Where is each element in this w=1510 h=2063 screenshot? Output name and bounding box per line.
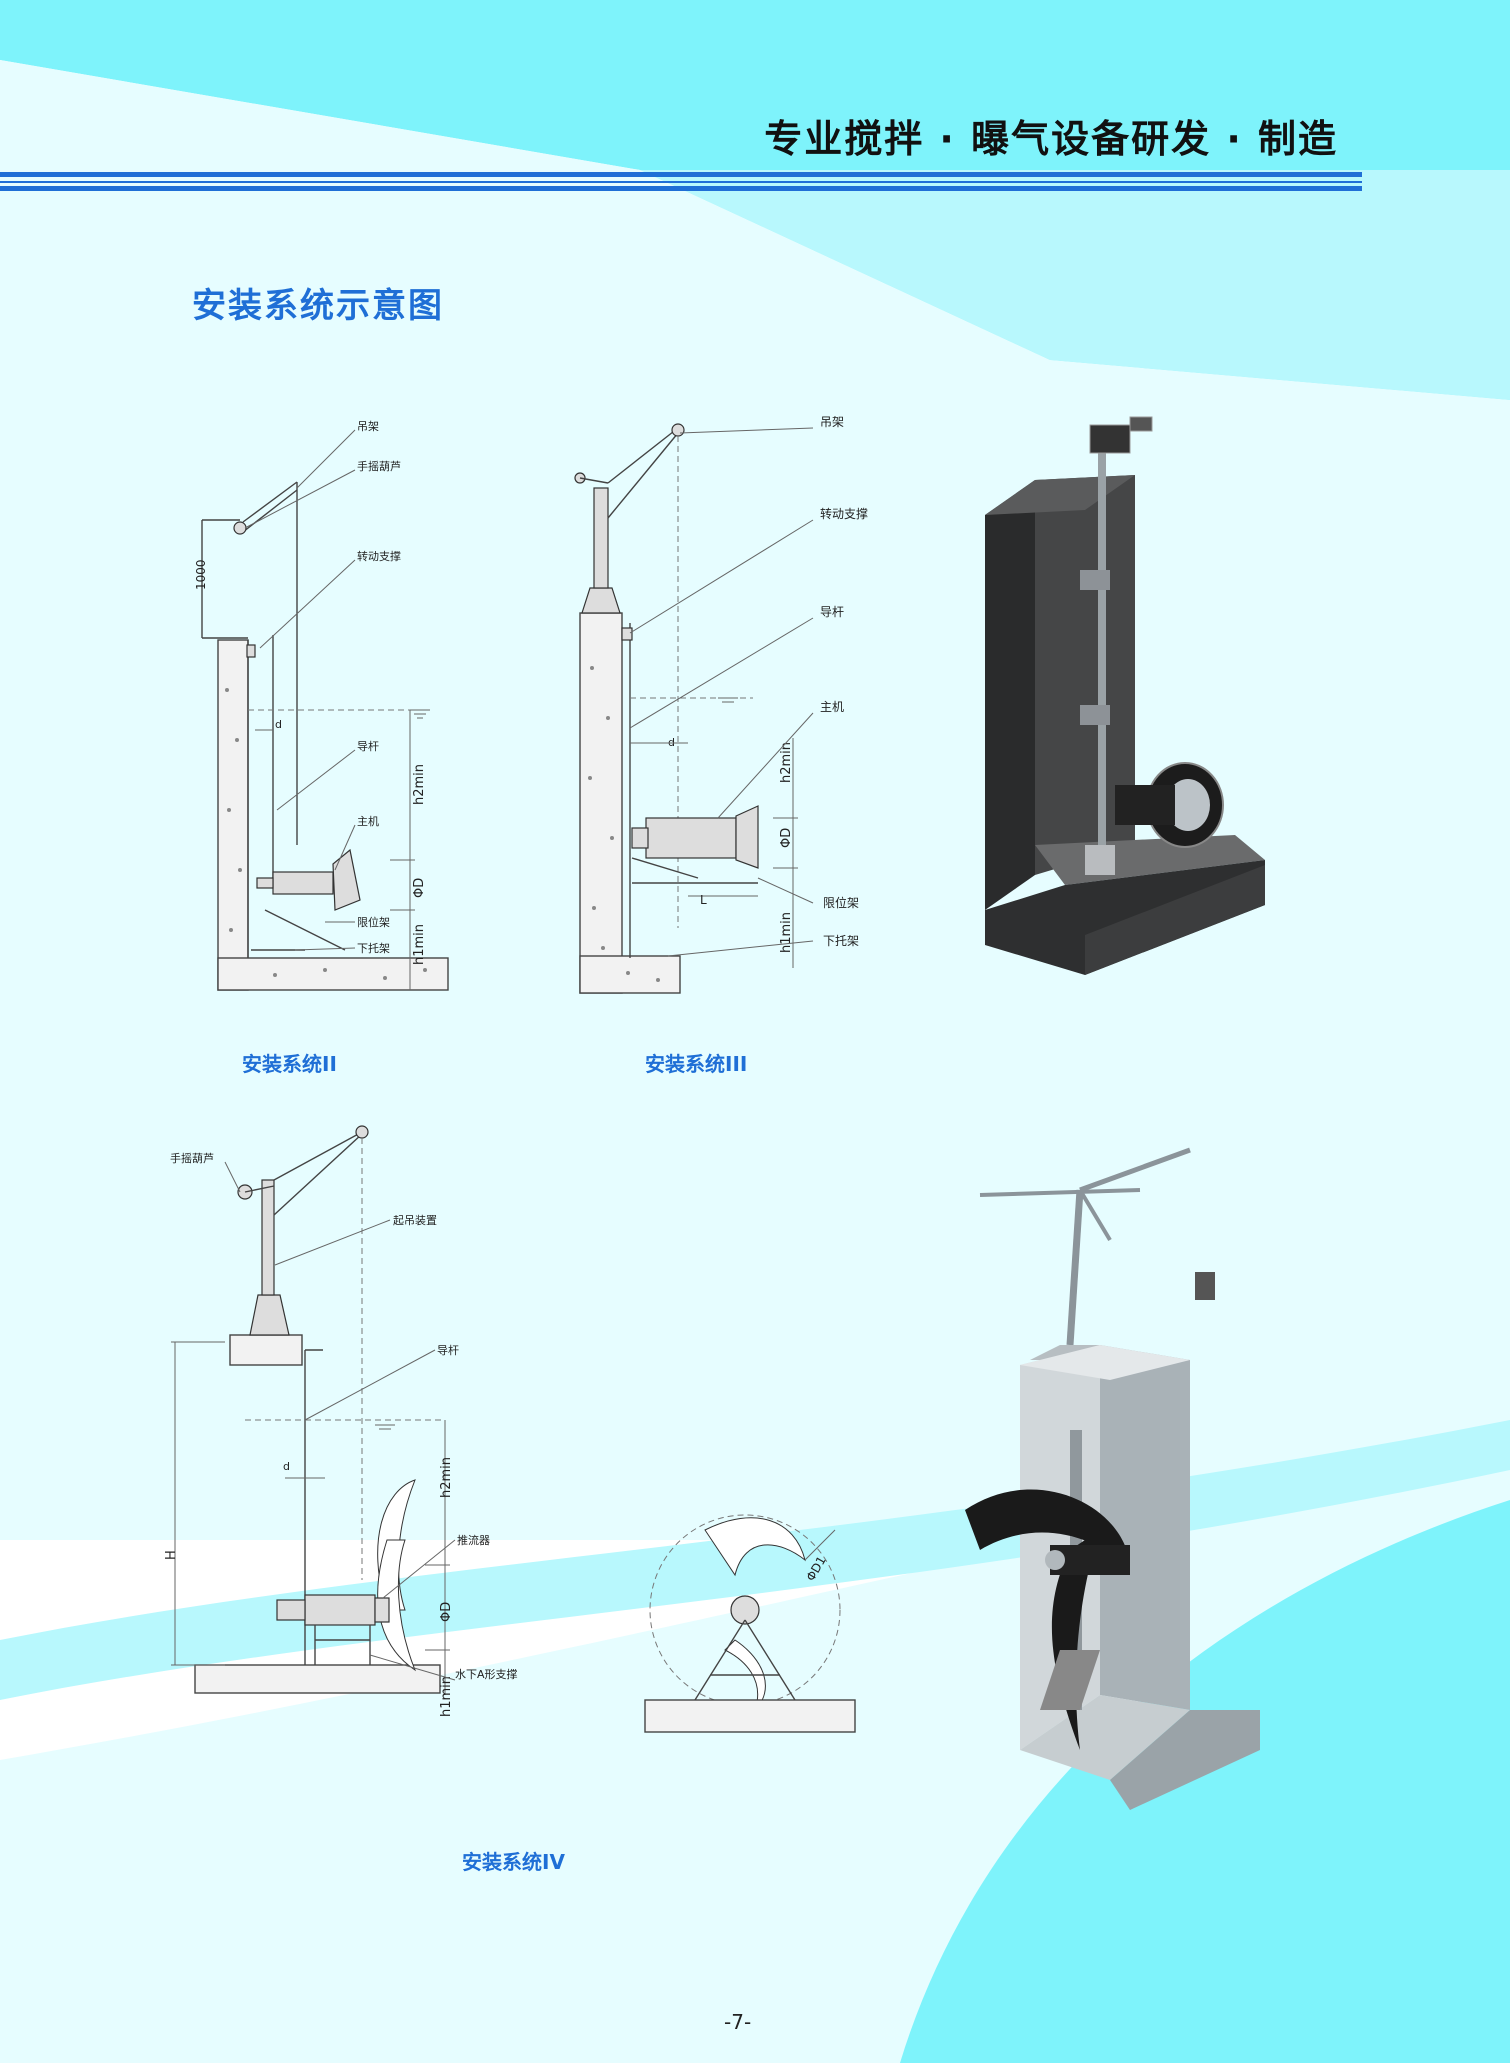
label-h2min: h2min xyxy=(412,764,427,805)
label-h2min: h2min xyxy=(439,1457,454,1498)
label-lifting-device: 起吊装置 xyxy=(393,1214,437,1227)
label-l: L xyxy=(700,893,707,907)
label-limit-frame: 限位架 xyxy=(823,895,859,910)
label-lower-bracket: 下托架 xyxy=(823,934,859,948)
label-propeller: 推流器 xyxy=(457,1533,490,1547)
label-underwater-support: 水下A形支撑 xyxy=(455,1667,518,1681)
caption-installation-ii: 安装系统II xyxy=(242,1052,337,1076)
label-d: d xyxy=(275,718,282,731)
label-phid: ΦD xyxy=(412,878,427,898)
label-crane: 吊架 xyxy=(357,420,379,433)
header-title: 专业搅拌 · 曝气设备研发 · 制造 xyxy=(764,117,1338,161)
label-guide-rod: 导杆 xyxy=(437,1343,459,1357)
label-main-unit: 主机 xyxy=(820,700,844,714)
label-hoist: 手摇葫芦 xyxy=(357,459,401,473)
label-d: d xyxy=(283,1460,290,1473)
diagram-installation-iii: d h2min ΦD h1min L 吊架 转动支撑 导杆 主机 限位架 下托架 xyxy=(574,415,868,994)
label-guide-rod: 导杆 xyxy=(357,739,379,753)
label-h1min: h1min xyxy=(412,924,427,965)
caption-installation-iv: 安装系统IV xyxy=(462,1850,565,1874)
render-installation-iv xyxy=(965,1147,1260,1810)
label-rotating-support: 转动支撑 xyxy=(820,506,868,521)
label-phid: ΦD xyxy=(779,828,794,848)
label-h1min: h1min xyxy=(439,1676,454,1717)
section-title: 安装系统示意图 xyxy=(192,286,444,326)
diagram-installation-ii: d 1000 h2min ΦD h1min 吊架 手摇葫芦 转动支撑 导杆 主机… xyxy=(194,420,449,991)
propeller-shape xyxy=(276,1479,417,1672)
diagram-installation-iv-side: d H h2min ΦD h1min 手摇葫芦 起吊装置 导杆 推流器 水下A形… xyxy=(164,1125,518,1717)
label-hoist: 手摇葫芦 xyxy=(170,1151,214,1165)
caption-installation-iii: 安装系统III xyxy=(645,1052,748,1076)
label-h1min: h1min xyxy=(779,912,794,953)
main-unit-shape xyxy=(631,805,759,869)
label-rotating-support: 转动支撑 xyxy=(357,549,401,563)
label-guide-rod: 导杆 xyxy=(820,605,844,619)
label-height-1000: 1000 xyxy=(194,559,208,590)
label-h: H xyxy=(164,1550,179,1560)
label-lower-bracket: 下托架 xyxy=(357,941,390,955)
label-main-unit: 主机 xyxy=(357,814,379,828)
label-phid: ΦD xyxy=(439,1602,454,1622)
render-installation-iii xyxy=(985,416,1265,975)
label-limit-frame: 限位架 xyxy=(357,915,390,929)
main-unit-shape xyxy=(256,848,361,911)
label-h2min: h2min xyxy=(779,742,794,783)
concrete-texture xyxy=(225,688,427,980)
label-crane: 吊架 xyxy=(820,415,844,429)
page-number: -7- xyxy=(724,2010,752,2034)
diagram-installation-iv-front: ΦD1 xyxy=(644,1514,856,1733)
concrete-texture xyxy=(588,666,660,982)
